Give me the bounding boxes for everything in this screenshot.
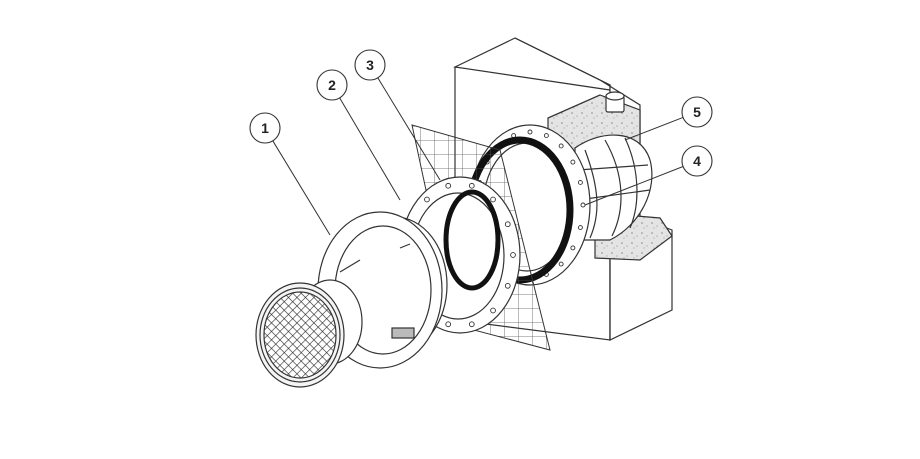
bolt-hole [543,133,549,139]
housing-band [577,164,649,171]
bolt-hole [580,202,586,208]
bolt-hole [570,159,576,165]
bolt-hole [504,282,511,289]
niche-housing [574,91,653,241]
bolt-hole [490,196,496,203]
bolt-hole [558,143,564,149]
bolt-hole [510,252,516,258]
bolt-hole [577,225,583,231]
clip [391,327,415,339]
callout-5: 5 [624,96,713,141]
leader-line [584,166,684,206]
callout-bubble [249,112,281,144]
callout-number: 4 [693,153,701,169]
bolt-hole [468,182,475,189]
callout-1: 1 [249,112,331,236]
bolt-hole [577,179,583,185]
bolt-hole [558,261,564,267]
bolt-hole [570,245,576,251]
callout-bubble [681,145,713,177]
callout-number: 5 [693,104,701,120]
callout-2: 2 [316,69,401,201]
bolt-hole [504,221,511,228]
lamp-grille [263,291,337,379]
callout-bubble [681,96,713,128]
leader-line [377,77,441,181]
bolt-hole [468,321,475,328]
callout-4: 4 [584,145,713,206]
bolt-hole [445,321,452,328]
leader-line [339,97,401,201]
callout-layer: 1 2 3 4 5 [249,49,713,236]
mount-stud [339,259,361,273]
bolt-hole [445,182,452,189]
wall-edge [547,94,601,119]
callout-bubble [316,69,348,101]
bolt-hole [424,196,430,203]
bolt-hole [527,129,533,135]
callout-number: 2 [328,77,336,93]
lamp-assembly [255,279,363,388]
callout-3: 3 [354,49,441,181]
leader-line [624,116,684,141]
callout-number: 3 [366,57,374,73]
bolt-hole [490,307,496,314]
clamp-ring-seal [443,189,501,291]
callout-number: 1 [261,120,269,136]
mount-stud [399,243,411,249]
niche-body [574,134,653,241]
callout-bubble [354,49,386,81]
leader-line [272,140,331,236]
